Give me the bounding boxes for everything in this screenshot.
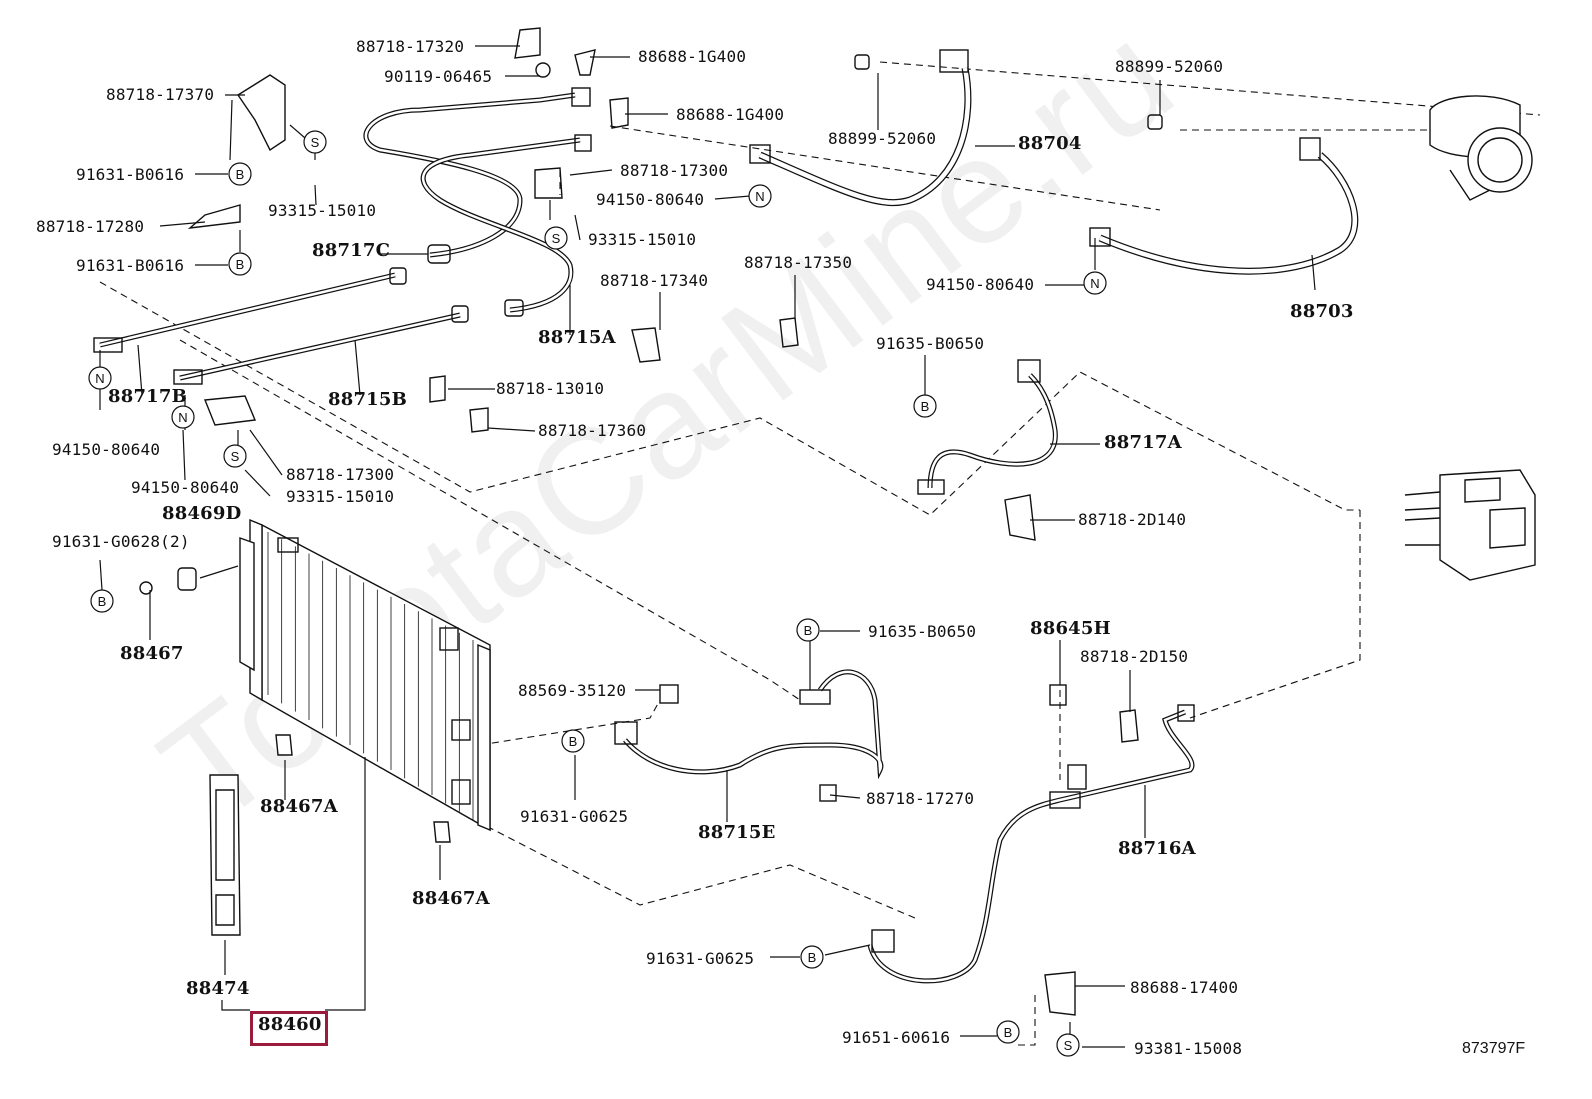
part-label[interactable]: 88717A <box>1104 432 1182 453</box>
part-label[interactable]: 88718-2D140 <box>1078 510 1187 529</box>
part-label[interactable]: 88688-17400 <box>1130 978 1239 997</box>
part-label[interactable]: 91635-B0650 <box>876 334 985 353</box>
part-label[interactable]: 93315-15010 <box>286 487 395 506</box>
part-label[interactable]: 90119-06465 <box>384 67 493 86</box>
part-label[interactable]: 91631-B0616 <box>76 165 185 184</box>
part-label[interactable]: 94150-80640 <box>52 440 161 459</box>
condenser-drawing <box>239 518 491 832</box>
part-label[interactable]: 91631-B0616 <box>76 256 185 275</box>
part-label[interactable]: 88718-17320 <box>356 37 465 56</box>
part-label[interactable]: 91635-B0650 <box>868 622 977 641</box>
part-label[interactable]: 88718-17280 <box>36 217 145 236</box>
part-label[interactable]: 88704 <box>1018 133 1082 154</box>
part-label[interactable]: 88467 <box>120 643 184 664</box>
part-label[interactable]: 88467A <box>412 888 490 909</box>
part-label[interactable]: 88899-52060 <box>1115 57 1224 76</box>
diagram-reference-code: 873797F <box>1462 1040 1526 1057</box>
leader-lines <box>99 45 1316 1048</box>
part-label[interactable]: 88715A <box>538 327 616 348</box>
part-label[interactable]: 88688-1G400 <box>676 105 785 124</box>
nut-symbol: N <box>1090 276 1099 291</box>
part-label[interactable]: 94150-80640 <box>596 190 705 209</box>
bolt-symbol: B <box>236 257 245 272</box>
part-label[interactable]: 93315-15010 <box>588 230 697 249</box>
part-label[interactable]: 88718-17370 <box>106 85 215 104</box>
part-label[interactable]: 91631-G0625 <box>520 807 629 826</box>
part-label[interactable]: 94150-80640 <box>131 478 240 497</box>
part-label[interactable]: 94150-80640 <box>926 275 1035 294</box>
part-label[interactable]: 91631-G0625 <box>646 949 755 968</box>
highlight-box[interactable] <box>250 1011 328 1046</box>
bolt-symbol: B <box>1004 1025 1013 1040</box>
screw-symbol: S <box>552 231 561 246</box>
part-label[interactable]: 88474 <box>186 978 250 999</box>
part-label[interactable]: 88717B <box>108 386 188 407</box>
part-label[interactable]: 88718-17340 <box>600 271 709 290</box>
screw-symbol: S <box>311 135 320 150</box>
bolt-symbol: B <box>808 950 817 965</box>
part-label[interactable]: 88715B <box>328 389 408 410</box>
highlighted-part-label[interactable]: 88460 <box>258 1014 322 1035</box>
part-label[interactable]: 91631-G0628(2) <box>52 532 190 551</box>
part-label[interactable]: 88469D <box>162 503 242 524</box>
part-label[interactable]: 88718-17350 <box>744 253 853 272</box>
compressor-drawing <box>1429 95 1533 201</box>
part-label[interactable]: 88718-2D150 <box>1080 647 1189 666</box>
evaporator-drawing <box>1404 469 1536 581</box>
part-label[interactable]: 88718-17300 <box>620 161 729 180</box>
part-label[interactable]: 93315-15010 <box>268 201 377 220</box>
part-label[interactable]: 88899-52060 <box>828 129 937 148</box>
part-label[interactable]: 88718-17270 <box>866 789 975 808</box>
part-label[interactable]: 88569-35120 <box>518 681 627 700</box>
bolt-symbol: B <box>98 594 107 609</box>
bolt-symbol: B <box>921 399 930 414</box>
part-label[interactable]: 88716A <box>1118 838 1196 859</box>
part-label[interactable]: 88715E <box>698 822 776 843</box>
fastener-symbols <box>88 130 1107 1057</box>
bolt-symbol: B <box>236 167 245 182</box>
part-label[interactable]: 88718-13010 <box>496 379 605 398</box>
part-label[interactable]: 88688-1G400 <box>638 47 747 66</box>
part-label[interactable]: 91651-60616 <box>842 1028 951 1047</box>
part-label[interactable]: 88703 <box>1290 301 1354 322</box>
bolt-symbol: B <box>569 734 578 749</box>
screw-symbol: S <box>1064 1038 1073 1053</box>
part-label[interactable]: 88718-17300 <box>286 465 395 484</box>
guide-lines <box>99 61 1541 1046</box>
part-label[interactable]: 88717C <box>312 240 391 261</box>
part-label[interactable]: 88467A <box>260 796 338 817</box>
bolt-symbol: B <box>804 623 813 638</box>
part-label[interactable]: 93381-15008 <box>1134 1039 1243 1058</box>
part-label[interactable]: 88645H <box>1030 618 1111 639</box>
screw-symbol: S <box>231 449 240 464</box>
part-label[interactable]: 88718-17360 <box>538 421 647 440</box>
nut-symbol: N <box>178 410 187 425</box>
nut-symbol: N <box>755 189 764 204</box>
nut-symbol: N <box>95 371 104 386</box>
